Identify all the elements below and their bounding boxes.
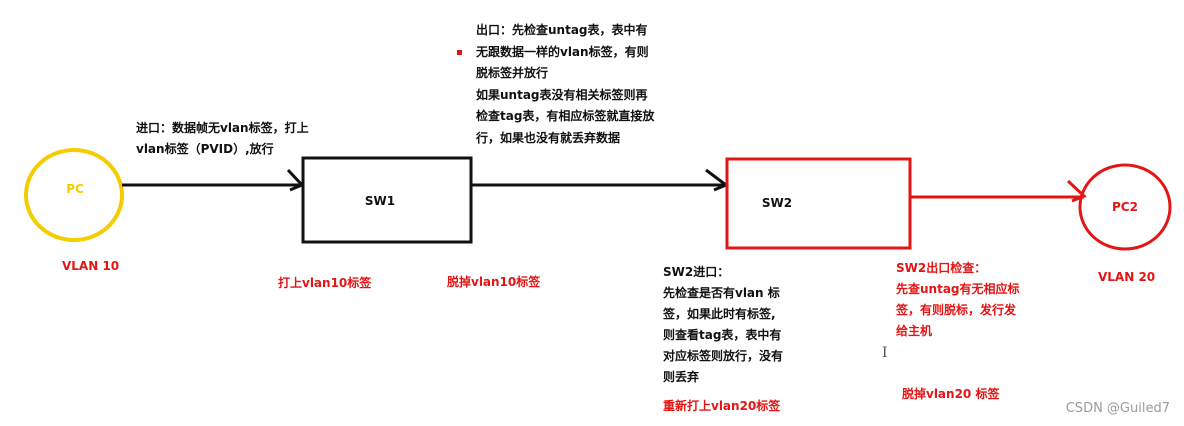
pc1-label: PC xyxy=(66,182,84,196)
sw2-node xyxy=(725,157,912,250)
sw2-egress-note: SW2出口检查： 先查untag有无相应标 签，有则脱标，发行发 给主机 xyxy=(896,261,1020,338)
sw2-untag-note: 脱掉vlan20 标签 xyxy=(902,387,1000,401)
sw2-ingress-note: SW2进口： 先检查是否有vlan 标 签，如果此时有标签, 则查看tag表，表… xyxy=(663,265,784,384)
sw1-node xyxy=(301,156,473,244)
watermark: CSDN @Guiled7 xyxy=(1065,401,1170,416)
arrow-head-sw1 xyxy=(286,168,305,192)
sw2-retag-note: 重新打上vlan20标签 xyxy=(663,399,781,413)
pc1-node xyxy=(24,148,124,242)
sw1-egress-note: 出口：先检查untag表，表中有 无跟数据一样的vlan标签，有则 脱标签并放行… xyxy=(476,23,655,145)
sw1-tag-note: 打上vlan10标签 xyxy=(278,276,372,290)
pc2-vlan-label: VLAN 20 xyxy=(1098,270,1156,284)
sw1-untag-note: 脱掉vlan10标签 xyxy=(447,275,541,289)
sw1-label: SW1 xyxy=(364,194,396,208)
sw2-label: SW2 xyxy=(761,196,793,210)
bullet-marker xyxy=(457,50,462,55)
text-cursor-icon: I xyxy=(882,345,888,361)
sw1-ingress-note: 进口：数据帧无vlan标签，打上 vlan标签（PVID）,放行 xyxy=(136,121,309,156)
pc2-node xyxy=(1078,163,1172,251)
arrow-head-sw2 xyxy=(705,168,729,192)
pc1-vlan-label: VLAN 10 xyxy=(62,259,120,273)
arrow-head-pc2 xyxy=(1066,179,1087,203)
pc2-label: PC2 xyxy=(1112,200,1138,214)
